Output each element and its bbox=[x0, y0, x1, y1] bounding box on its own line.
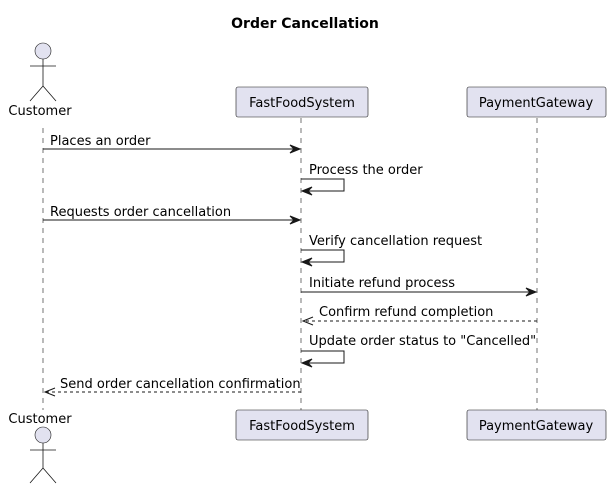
customer-label-bottom: Customer bbox=[8, 412, 72, 427]
arrowhead-icon bbox=[289, 144, 302, 154]
gateway-box-bottom: PaymentGateway bbox=[466, 409, 607, 441]
message-3-label: Requests order cancellation bbox=[50, 205, 231, 220]
customer-label-top: Customer bbox=[8, 104, 72, 119]
message-7-label: Update order status to "Cancelled" bbox=[309, 334, 536, 349]
message-6: Confirm refund completion bbox=[301, 305, 537, 326]
arrowhead-icon bbox=[43, 387, 56, 397]
message-8-label: Send order cancellation confirmation bbox=[60, 377, 301, 392]
actor-head-icon bbox=[34, 42, 52, 60]
actor-body-icon bbox=[29, 59, 57, 102]
message-2-label: Process the order bbox=[309, 163, 423, 178]
message-7: Update order status to "Cancelled" bbox=[300, 334, 536, 368]
arrowhead-icon bbox=[300, 186, 313, 196]
fastfood-box-bottom: FastFoodSystem bbox=[235, 409, 369, 441]
message-1: Places an order bbox=[43, 134, 302, 154]
gateway-box-top: PaymentGateway bbox=[466, 86, 607, 118]
arrowhead-icon bbox=[300, 257, 313, 267]
arrowhead-icon bbox=[301, 316, 314, 326]
actor-body-icon bbox=[29, 443, 57, 484]
arrowhead-icon bbox=[300, 358, 313, 368]
actor-head-icon bbox=[34, 426, 52, 444]
fastfood-label-top: FastFoodSystem bbox=[249, 96, 355, 111]
customer-actor-top: Customer bbox=[8, 42, 72, 119]
message-4-label: Verify cancellation request bbox=[309, 234, 482, 249]
message-3: Requests order cancellation bbox=[43, 205, 302, 225]
gateway-label-bottom: PaymentGateway bbox=[479, 419, 594, 434]
gateway-label-top: PaymentGateway bbox=[479, 96, 594, 111]
message-2: Process the order bbox=[300, 163, 423, 196]
message-5: Initiate refund process bbox=[301, 276, 538, 297]
fastfood-box-top: FastFoodSystem bbox=[235, 86, 369, 118]
message-5-label: Initiate refund process bbox=[309, 276, 455, 291]
message-1-label: Places an order bbox=[50, 134, 151, 149]
message-4: Verify cancellation request bbox=[300, 234, 482, 267]
fastfood-label-bottom: FastFoodSystem bbox=[249, 419, 355, 434]
customer-actor-bottom: Customer bbox=[8, 412, 72, 484]
arrowhead-icon bbox=[289, 215, 302, 225]
message-6-label: Confirm refund completion bbox=[319, 305, 493, 320]
diagram-title: Order Cancellation bbox=[231, 16, 379, 32]
arrowhead-icon bbox=[525, 287, 538, 297]
message-8: Send order cancellation confirmation bbox=[43, 377, 301, 397]
